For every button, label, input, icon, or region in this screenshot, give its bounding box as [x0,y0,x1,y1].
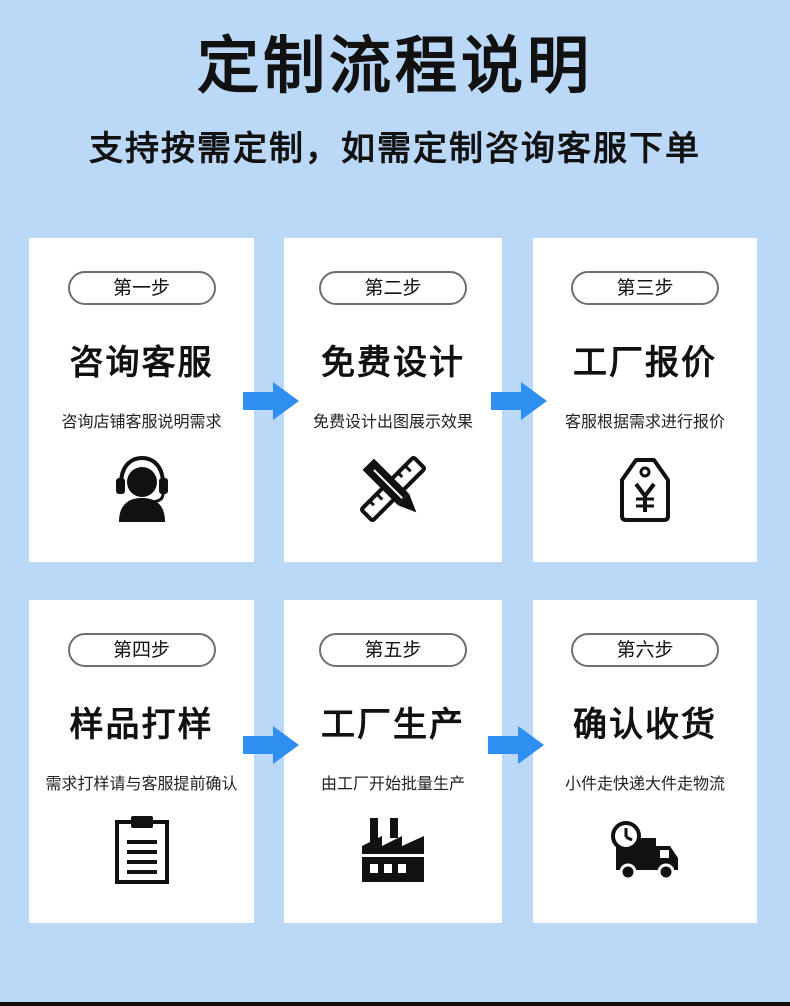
step-description: 咨询店铺客服说明需求 [61,412,222,431]
step-title: 确认收货 [573,705,717,745]
page-title: 定制流程说明 [196,29,593,102]
step-card-1: 第一步 咨询客服 咨询店铺客服说明需求 [29,238,254,562]
pencil-ruler-design-icon [360,456,426,522]
step-description: 小件走快递大件走物流 [564,774,725,793]
step-card-3: 第三步 工厂报价 客服根据需求进行报价 [533,238,757,562]
step-card-4: 第四步 样品打样 需求打样请与客服提前确认 [29,600,254,923]
arrow-right-icon [488,726,544,764]
step-badge: 第一步 [67,271,216,305]
step-description: 客服根据需求进行报价 [564,412,725,431]
bottom-divider [0,1002,790,1006]
step-description: 免费设计出图展示效果 [312,412,473,431]
arrow-right-icon [243,382,299,420]
delivery-truck-clock-icon [611,821,678,881]
step-title: 工厂报价 [573,343,717,383]
step-card-5: 第五步 工厂生产 由工厂开始批量生产 [284,600,502,923]
step-badge: 第六步 [571,633,719,667]
step-title: 样品打样 [69,705,214,745]
step-card-6: 第六步 确认收货 小件走快递大件走物流 [533,600,757,923]
step-badge: 第四步 [67,633,216,667]
step-badge: 第五步 [319,633,467,667]
arrow-right-icon [243,726,299,764]
price-tag-yen-icon [620,458,670,522]
arrow-right-icon [491,382,547,420]
step-title: 咨询客服 [69,343,214,383]
customer-service-headset-icon [115,455,168,522]
step-description: 由工厂开始批量生产 [320,774,465,793]
step-card-2: 第二步 免费设计 免费设计出图展示效果 [284,238,502,562]
step-badge: 第三步 [571,271,719,305]
clipboard-icon [114,816,169,884]
step-description: 需求打样请与客服提前确认 [45,774,238,793]
page-subtitle: 支持按需定制，如需定制咨询客服下单 [89,129,701,169]
step-title: 工厂生产 [321,705,465,745]
factory-icon [360,818,426,882]
step-badge: 第二步 [319,271,467,305]
step-title: 免费设计 [321,343,465,383]
